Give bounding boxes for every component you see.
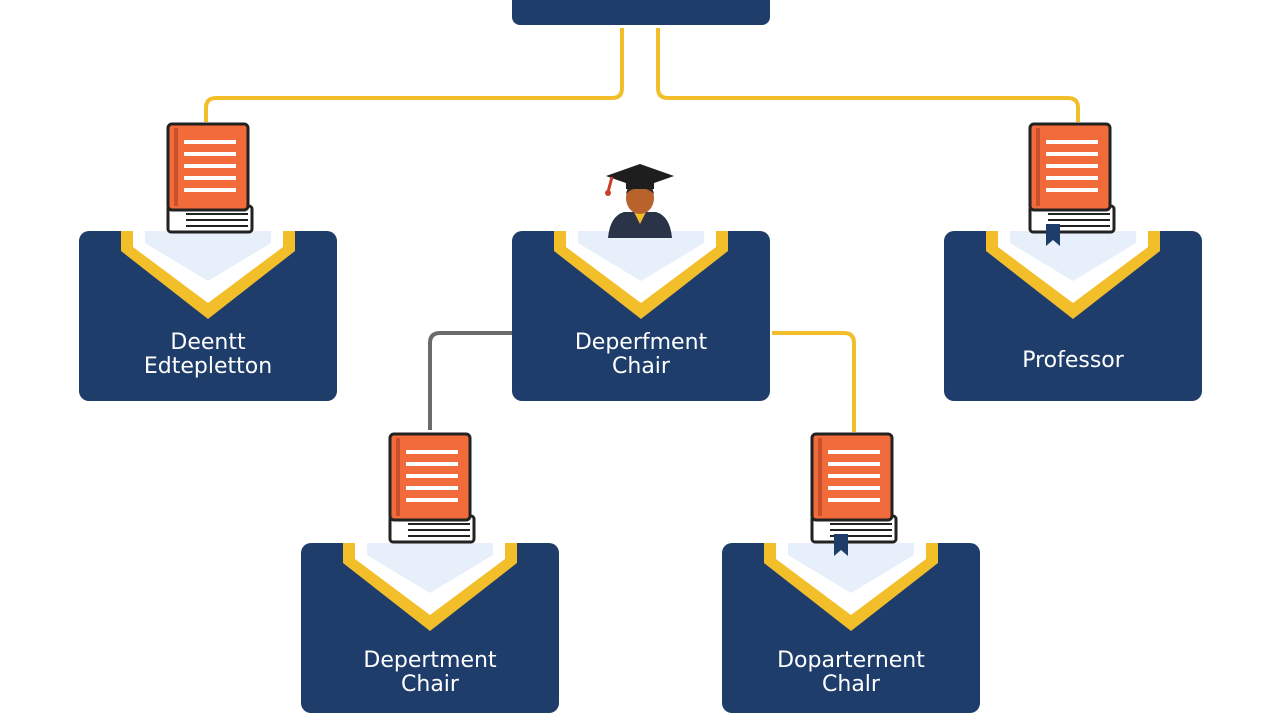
chevron-emblem — [764, 543, 938, 631]
chevron-emblem — [554, 231, 728, 319]
book-icon — [166, 122, 254, 234]
node-label: Doparternent Chalr — [777, 648, 925, 697]
connector-center-bottom-right — [772, 331, 856, 432]
top-node — [512, 0, 770, 25]
node-bottom-right: Doparternent Chalr — [722, 543, 980, 713]
connector-center-bottom-left — [428, 331, 512, 430]
node-bottom-left: Depertment Chair — [301, 543, 559, 713]
connector-top-right — [656, 28, 1080, 122]
chevron-emblem — [121, 231, 295, 319]
node-label: Deperfment Chair — [574, 330, 708, 379]
book-icon — [810, 432, 898, 556]
chevron-emblem — [986, 231, 1160, 319]
node-left: Deentt Edtepletton — [79, 231, 337, 401]
connector-top-left — [204, 28, 624, 122]
book-icon — [388, 432, 476, 544]
chevron-emblem — [343, 543, 517, 631]
node-label: Deentt Edtepletton — [143, 330, 273, 379]
graduate-icon — [605, 164, 674, 238]
node-label: Depertment Chair — [363, 648, 497, 697]
node-right: Professor — [944, 231, 1202, 401]
book-icon — [1028, 122, 1116, 246]
node-center: Deperfment Chair — [512, 231, 770, 401]
node-label: Professor — [1022, 348, 1124, 373]
